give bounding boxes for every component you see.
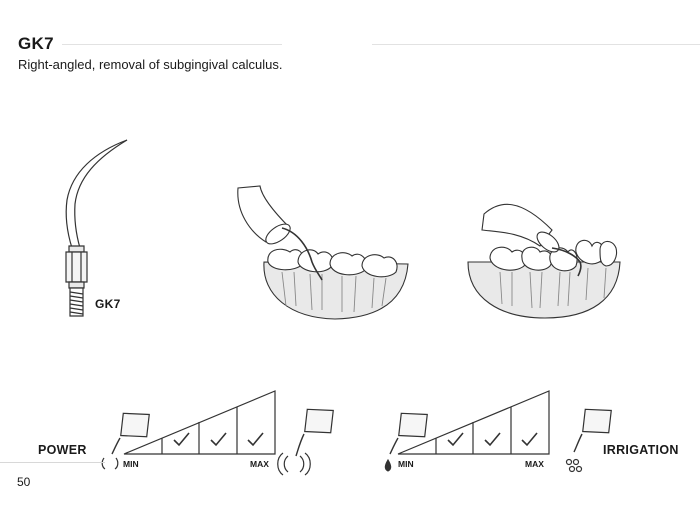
irrigation-max-label: MAX	[525, 459, 544, 469]
power-max-label: MAX	[250, 459, 269, 469]
page-title: GK7	[18, 34, 54, 53]
power-min-label: MIN	[123, 459, 139, 469]
irrigation-label: IRRIGATION	[603, 443, 679, 457]
upper-jaw-illustration	[467, 203, 621, 319]
irrigation-level-graphic	[384, 390, 612, 473]
power-level-graphic	[101, 390, 334, 476]
tip-label: GK7	[95, 297, 121, 311]
page-number: 50	[17, 475, 31, 489]
power-check-1	[173, 432, 190, 447]
footer-divider	[0, 462, 105, 463]
irrigation-min-label: MIN	[398, 459, 414, 469]
gk7-tip-illustration	[65, 139, 128, 317]
irrigation-check-1	[447, 432, 464, 447]
irrigation-check-3	[521, 432, 538, 447]
page-subtitle: Right-angled, removal of subgingival cal…	[18, 57, 283, 72]
title-divider-left	[62, 44, 282, 45]
lower-jaw-illustration	[237, 185, 409, 320]
power-label: POWER	[38, 443, 87, 457]
power-check-2	[210, 432, 227, 447]
power-check-3	[247, 432, 264, 447]
irrigation-check-2	[484, 432, 501, 447]
title-divider-right	[372, 44, 700, 45]
